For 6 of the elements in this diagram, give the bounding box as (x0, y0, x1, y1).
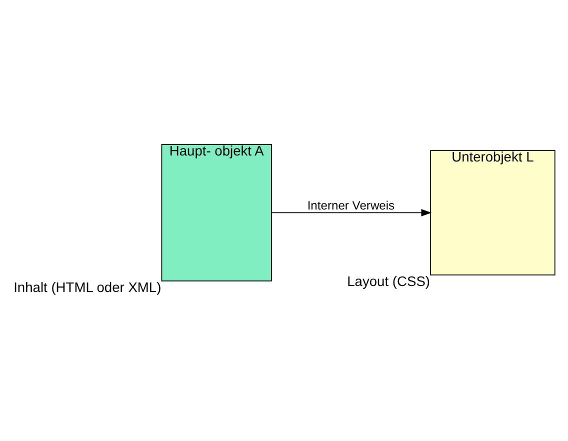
node-box: Haupt- objekt A (161, 144, 272, 282)
node-box: Unterobjekt L (430, 150, 556, 276)
edge-label: Interner Verweis (307, 198, 395, 212)
arrow (271, 209, 432, 216)
node-label: Inhalt (HTML oder XML) (14, 279, 162, 296)
node-label: Layout (CSS) (347, 273, 430, 289)
